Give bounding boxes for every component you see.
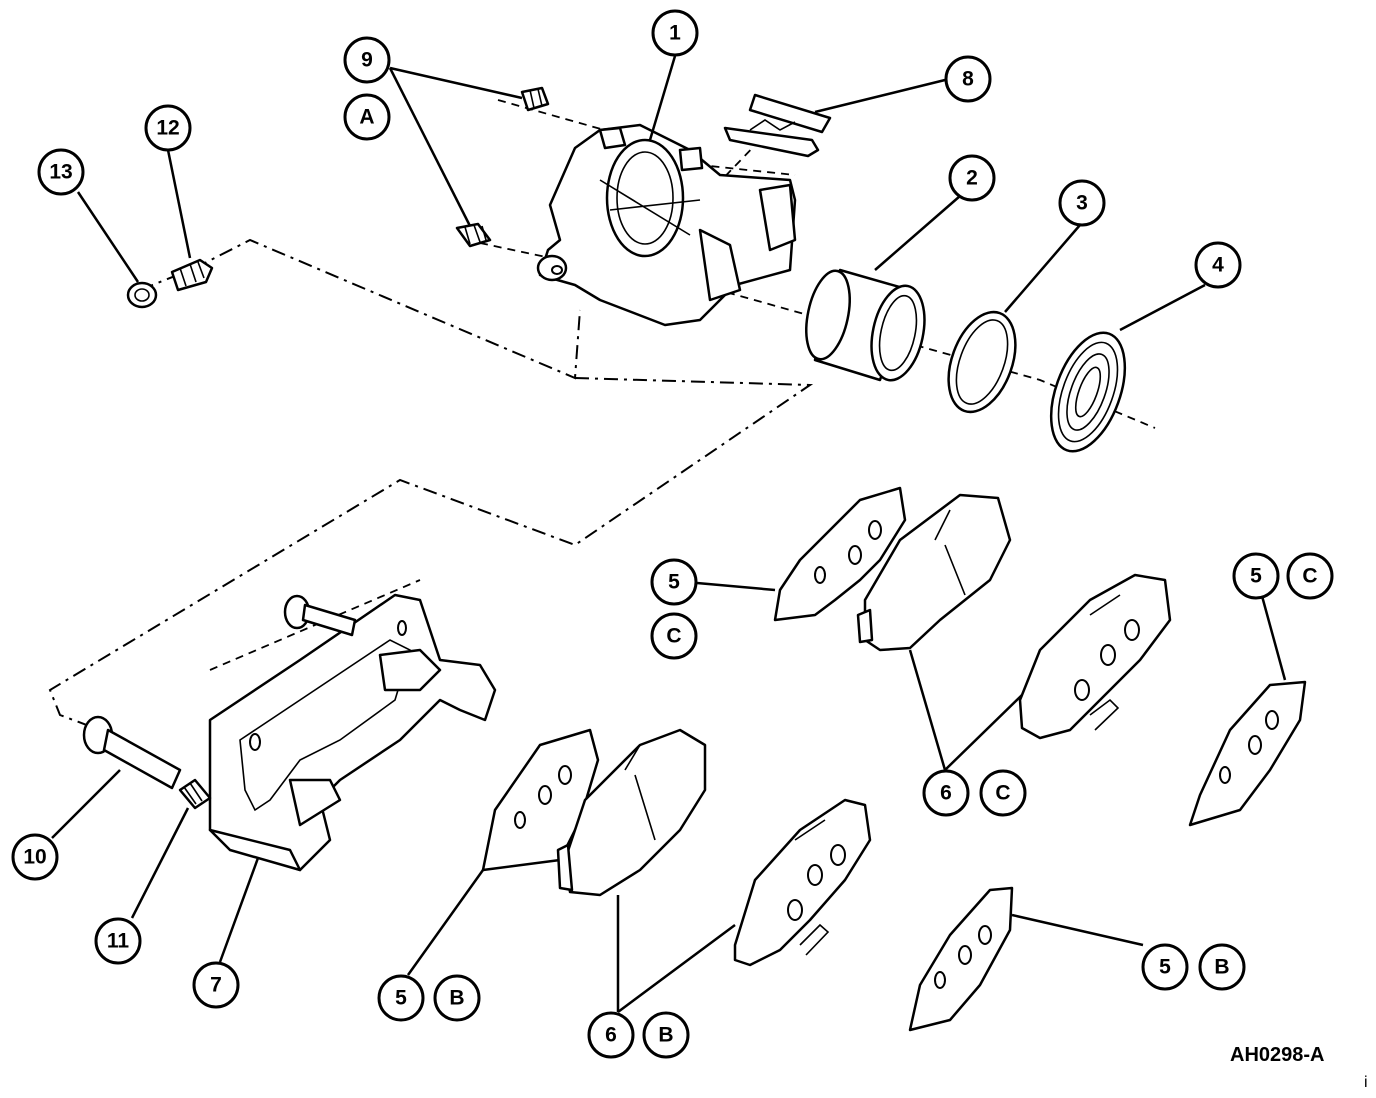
callout-9: 9 bbox=[343, 36, 391, 84]
pin-bolt-lower bbox=[82, 715, 182, 790]
anchor-plate bbox=[208, 593, 497, 872]
callout-10: 10 bbox=[11, 833, 59, 881]
brake-pad-upper-inner bbox=[856, 493, 1012, 652]
callout-8: 8 bbox=[944, 55, 992, 103]
callout-7: 7 bbox=[192, 961, 240, 1009]
callout-B-lower-right: B bbox=[1198, 943, 1246, 991]
callout-5-upper-left: 5 bbox=[650, 558, 698, 606]
callout-B-pads-lower: B bbox=[642, 1011, 690, 1059]
callout-5-lower-left: 5 bbox=[377, 974, 425, 1022]
svg-text:5: 5 bbox=[1250, 565, 1262, 588]
anti-rattle-clips bbox=[723, 93, 832, 158]
brake-pad-upper-outer bbox=[1018, 573, 1172, 740]
hose-fitting bbox=[170, 258, 214, 292]
callout-C-upper-right: C bbox=[1286, 552, 1334, 600]
svg-text:C: C bbox=[995, 782, 1010, 805]
callout-13: 13 bbox=[37, 148, 85, 196]
callout-4: 4 bbox=[1194, 241, 1242, 289]
shim-upper-right bbox=[1188, 680, 1307, 827]
svg-text:A: A bbox=[359, 106, 374, 129]
piston-seal bbox=[947, 310, 1017, 414]
svg-text:12: 12 bbox=[156, 117, 179, 140]
callout-C-upper-left: C bbox=[650, 612, 698, 660]
svg-text:6: 6 bbox=[940, 782, 952, 805]
svg-text:10: 10 bbox=[23, 846, 46, 869]
callout-5-lower-right: 5 bbox=[1141, 943, 1189, 991]
svg-text:B: B bbox=[449, 987, 464, 1010]
bleeder-screw-upper bbox=[520, 86, 550, 112]
svg-text:4: 4 bbox=[1212, 254, 1224, 277]
svg-text:5: 5 bbox=[395, 987, 407, 1010]
svg-text:1: 1 bbox=[669, 22, 681, 45]
svg-text:7: 7 bbox=[210, 974, 222, 997]
pin-bolt-upper bbox=[283, 594, 357, 637]
svg-text:6: 6 bbox=[605, 1024, 617, 1047]
callout-A: A bbox=[343, 93, 391, 141]
shim-lower-left bbox=[481, 728, 600, 872]
hose-nut bbox=[126, 281, 158, 309]
callout-11: 11 bbox=[94, 917, 142, 965]
svg-text:3: 3 bbox=[1076, 192, 1088, 215]
pin-boot bbox=[178, 778, 212, 810]
svg-text:11: 11 bbox=[107, 930, 130, 953]
brake-pad-lower-inner bbox=[556, 728, 707, 897]
brake-pad-lower-outer bbox=[733, 798, 872, 967]
shim-lower-right bbox=[908, 886, 1014, 1032]
svg-text:2: 2 bbox=[966, 167, 978, 190]
corner-mark: i bbox=[1364, 1074, 1368, 1091]
svg-text:B: B bbox=[658, 1024, 673, 1047]
callout-1: 1 bbox=[651, 9, 699, 57]
shim-upper-left bbox=[773, 486, 907, 622]
svg-text:5: 5 bbox=[1159, 956, 1171, 979]
svg-text:C: C bbox=[1302, 565, 1317, 588]
callout-5-upper-right: 5 bbox=[1232, 552, 1280, 600]
callout-6-lower: 6 bbox=[587, 1011, 635, 1059]
leader-lines bbox=[51, 55, 1287, 1014]
dust-boot bbox=[1049, 331, 1127, 453]
figure-code: AH0298-A bbox=[1230, 1044, 1325, 1066]
svg-text:8: 8 bbox=[962, 68, 974, 91]
callout-C-pads-upper: C bbox=[979, 769, 1027, 817]
svg-text:5: 5 bbox=[668, 571, 680, 594]
callout-6-upper: 6 bbox=[922, 769, 970, 817]
caliper-piston bbox=[805, 268, 926, 382]
caliper-housing bbox=[536, 123, 797, 327]
svg-text:9: 9 bbox=[361, 49, 373, 72]
svg-text:C: C bbox=[666, 625, 681, 648]
callout-3: 3 bbox=[1058, 179, 1106, 227]
bleeder-screw-lower bbox=[455, 222, 492, 248]
callout-2: 2 bbox=[948, 154, 996, 202]
callout-12: 12 bbox=[144, 104, 192, 152]
svg-text:13: 13 bbox=[49, 161, 72, 184]
callout-B-lower-left: B bbox=[433, 974, 481, 1022]
svg-text:B: B bbox=[1214, 956, 1229, 979]
